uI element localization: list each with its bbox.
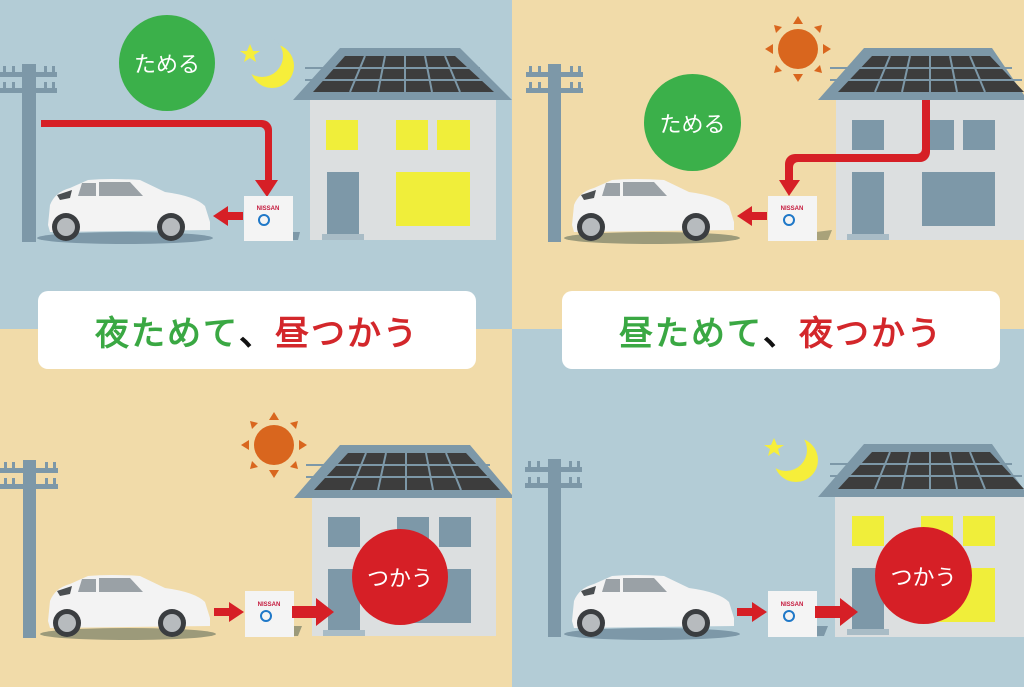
svg-text:NISSAN: NISSAN: [781, 206, 804, 212]
svg-text:NISSAN: NISSAN: [257, 206, 280, 212]
nissan-charger-icon: NISSAN: [768, 196, 832, 241]
moon-icon: [241, 35, 294, 88]
use-badge-label: つかう: [890, 565, 957, 591]
utility-pole-icon: [525, 459, 582, 637]
charger-to-house-arrow: [292, 598, 334, 626]
night-use-illustration: NISSAN: [525, 429, 1024, 640]
caption-day-store-night-use: 昼ためて、夜つかう: [562, 291, 1000, 369]
panel-day-use: NISSAN つかう: [0, 329, 512, 687]
charge-car-arrow: [213, 206, 243, 226]
use-badge: つかう: [352, 529, 448, 625]
house-icon: [818, 444, 1024, 637]
caption-separator: 、: [239, 313, 275, 354]
use-badge: つかう: [875, 527, 972, 624]
caption-store-part: 昼ためて: [619, 313, 763, 354]
electric-car-icon: [40, 575, 216, 640]
nissan-charger-icon: NISSAN: [244, 196, 300, 241]
charger-to-house-arrow: [815, 598, 858, 626]
solar-power-arrow: [779, 100, 930, 196]
caption-store-part: 夜ためて: [95, 313, 239, 354]
use-badge-label: つかう: [366, 567, 433, 592]
grid-power-arrow: [41, 120, 278, 197]
charge-car-arrow: [737, 206, 767, 226]
panel-night-use: NISSAN つかう: [512, 329, 1024, 687]
svg-text:NISSAN: NISSAN: [781, 602, 804, 608]
car-to-charger-arrow: [737, 602, 767, 622]
nissan-charger-icon: NISSAN: [768, 591, 828, 637]
house-icon: [293, 48, 512, 240]
svg-text:NISSAN: NISSAN: [258, 602, 281, 608]
utility-pole-icon: [0, 64, 57, 242]
store-badge: ためる: [119, 15, 215, 111]
utility-pole-icon: [526, 64, 583, 242]
panel-night-charge: NISSAN ためる: [0, 0, 512, 329]
sun-icon: [765, 16, 831, 82]
caption-night-store-day-use: 夜ためて、昼つかう: [38, 291, 476, 369]
day-charge-illustration: NISSAN: [526, 16, 1024, 244]
store-badge-label: ためる: [133, 53, 200, 78]
moon-icon: [765, 429, 818, 482]
star-icon: [240, 44, 260, 62]
electric-car-icon: [37, 179, 213, 244]
store-badge-label: ためる: [659, 112, 726, 138]
panel-day-charge: NISSAN ためる: [512, 0, 1024, 329]
caption-use-part: 昼つかう: [275, 313, 419, 354]
caption-use-part: 夜つかう: [799, 313, 943, 354]
electric-car-icon: [564, 179, 740, 244]
house-icon: [818, 48, 1024, 240]
star-icon: [764, 438, 784, 456]
night-charge-illustration: NISSAN: [0, 35, 512, 244]
utility-pole-icon: [0, 460, 58, 638]
store-badge: ためる: [644, 74, 741, 171]
car-to-charger-arrow: [214, 602, 244, 622]
nissan-charger-icon: NISSAN: [245, 591, 302, 637]
sun-icon: [241, 412, 307, 478]
caption-separator: 、: [763, 313, 799, 354]
electric-car-icon: [564, 575, 740, 640]
